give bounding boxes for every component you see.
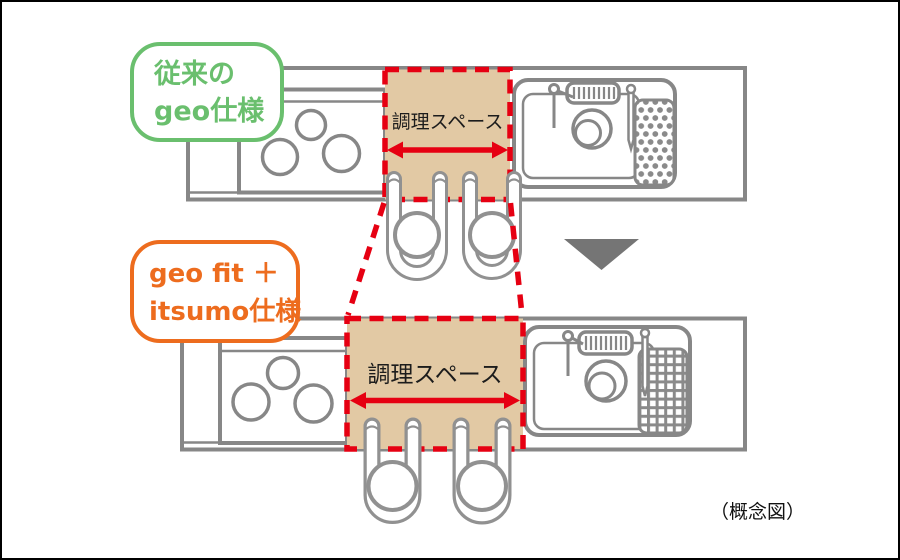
- burner-icon: [260, 137, 300, 177]
- left-hand-icon: [363, 417, 422, 524]
- drain-inner: [587, 371, 617, 401]
- arrow-head-left: [350, 392, 366, 409]
- hand-arm-fill: [389, 174, 445, 278]
- bottom-kitchen: [180, 315, 747, 525]
- expansion-line-left: [345, 202, 387, 316]
- bottom-cooktop-icon: [182, 336, 349, 445]
- faucet-lines: [552, 89, 574, 128]
- faucet-icon: [548, 83, 560, 95]
- new-spec-line2: itsumo仕様: [149, 297, 302, 327]
- top-cooking-space-label: 調理スペース: [391, 111, 504, 133]
- new-spec-line1: geo fit ＋: [149, 259, 279, 289]
- expansion-lines-icon: [345, 202, 525, 316]
- hand-fist: [468, 211, 516, 259]
- right-hand-icon: [452, 417, 512, 525]
- fingernails: [453, 425, 511, 431]
- down-arrow-icon: [564, 239, 639, 270]
- conventional-spec-line1: 従来の: [154, 59, 235, 90]
- sink-tool-top: [639, 327, 651, 339]
- expansion-line-right: [507, 202, 525, 316]
- hand-fist: [393, 211, 441, 259]
- bottom-cooking-space-label: 調理スペース: [367, 362, 503, 388]
- burner-icon: [321, 133, 362, 174]
- sink-tool-top: [625, 83, 637, 95]
- drain-inner: [574, 119, 602, 147]
- hand-fist: [366, 460, 419, 512]
- bottom-cooking-space: [344, 315, 526, 452]
- rack-stripes: [584, 336, 628, 350]
- burner-icon: [293, 383, 334, 424]
- drainer-basket-icon: [637, 347, 689, 435]
- faucet-icon: [562, 330, 574, 342]
- hand-arm-fill: [465, 174, 519, 277]
- bottom-sink-icon: [523, 325, 692, 437]
- arrow-head-right: [492, 141, 508, 159]
- burner-icon: [265, 355, 301, 391]
- top-sink-icon: [512, 78, 677, 189]
- fingernails: [463, 178, 521, 184]
- rack-stripes: [572, 87, 616, 99]
- conventional-spec-line2: geo仕様: [154, 96, 265, 127]
- bottom-hands-icon: [363, 417, 512, 525]
- top-width-arrow-icon: [387, 141, 508, 159]
- faucet-lines: [566, 336, 584, 376]
- fingernails: [387, 178, 447, 184]
- new-spec-label: geo fit ＋ itsumo仕様: [130, 240, 302, 343]
- hand-fist: [456, 460, 508, 512]
- sink-tool-icon: [627, 90, 635, 154]
- left-hand-icon: [386, 171, 448, 281]
- conventional-spec-label: 従来の geo仕様: [130, 42, 284, 142]
- sink-tool-icon: [641, 335, 649, 397]
- cooktop-lines: [182, 349, 347, 444]
- top-hands-icon: [386, 171, 522, 281]
- fingernails: [364, 425, 421, 431]
- burner-icon: [294, 108, 328, 142]
- top-kitchen: [186, 66, 747, 281]
- right-hand-icon: [462, 171, 522, 280]
- burner-icon: [231, 382, 271, 422]
- drainer-basket-icon: [633, 98, 676, 187]
- caption: （概念図）: [709, 502, 805, 523]
- arrow-head-right: [504, 392, 520, 409]
- arrow-head-left: [387, 141, 403, 159]
- bottom-width-arrow-icon: [350, 392, 520, 409]
